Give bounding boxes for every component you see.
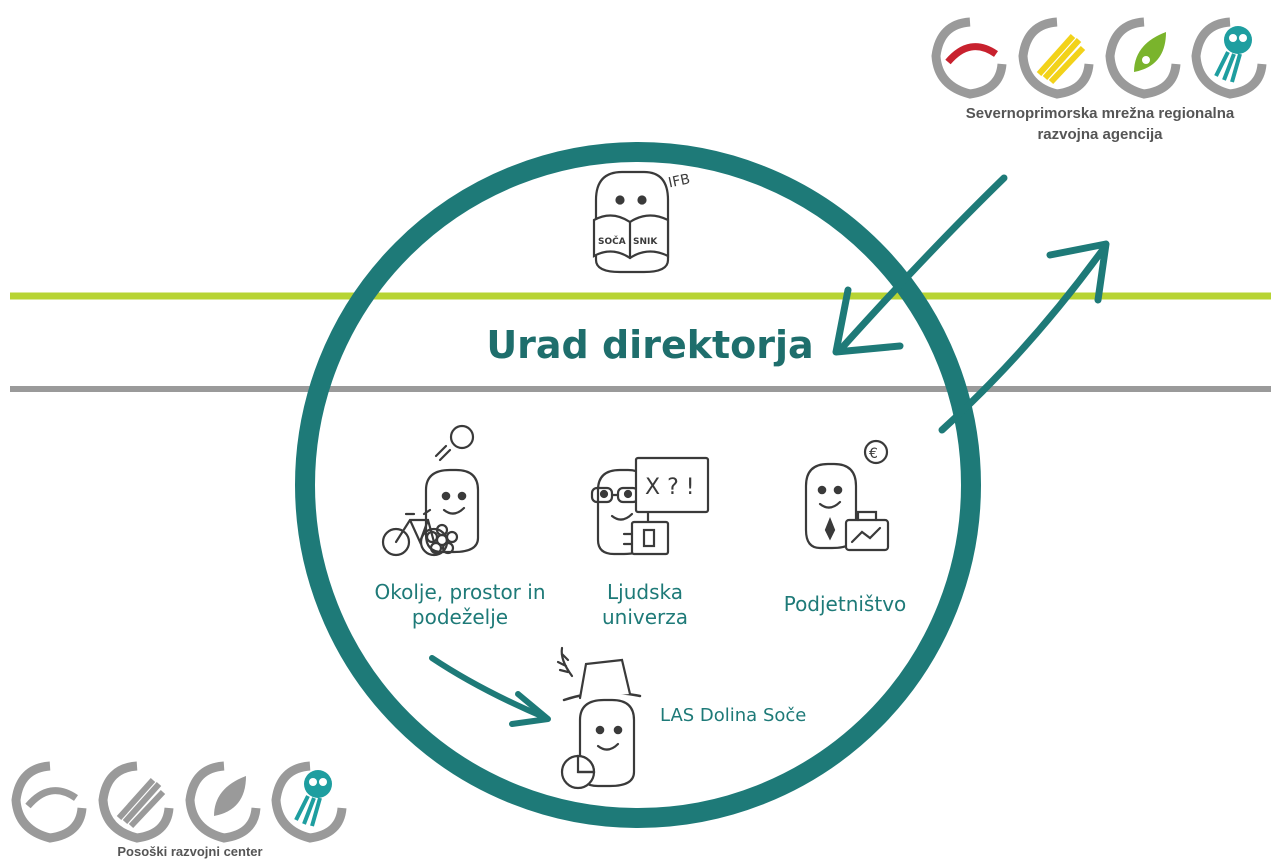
ifb-text: IFB: [667, 171, 692, 191]
briefcase-icon: [844, 510, 890, 552]
teacher-figure-icon: X ? !: [590, 456, 710, 556]
okolje-figure-icon: [381, 424, 480, 557]
pososki-logo: [11, 761, 347, 843]
soca-book-figure-icon: SOČA SNIK IFB: [592, 170, 692, 274]
arrow-to-las: [429, 655, 551, 727]
agency-name-line1: Severnoprimorska mrežna regionalna: [965, 105, 1235, 122]
diagram-title: Urad direktorja: [486, 323, 814, 367]
agency-logo: [931, 17, 1267, 99]
arrow-to-agency: [938, 240, 1110, 434]
business-figure-icon: €: [804, 439, 890, 552]
logo-red-icon: [931, 17, 1007, 99]
speech-bubble-text: X ? !: [645, 475, 695, 500]
logo-yellow-icon: [1018, 17, 1094, 99]
logo-green-icon: [1105, 17, 1181, 99]
agency-name: Severnoprimorska mrežna regionalna razvo…: [930, 103, 1270, 145]
wheat-icon: [556, 646, 574, 678]
book-left-text: SOČA: [598, 235, 626, 247]
pie-icon: [560, 754, 596, 790]
hat-figure-icon: [556, 646, 642, 790]
unit-las-label: LAS Dolina Soče: [660, 705, 807, 726]
arrow-to-office: [832, 174, 1008, 356]
euro-icon: €: [863, 439, 889, 465]
unit-podjetnistvo-label: Podjetništvo: [783, 592, 907, 616]
bulb-icon: [434, 424, 475, 462]
unit-ljudska-line2: univerza: [601, 605, 689, 629]
unit-okolje-line1: Okolje, prostor in: [374, 580, 546, 604]
unit-okolje-line2: podeželje: [411, 605, 509, 629]
flower-icon: [425, 523, 459, 555]
unit-ljudska-label: Ljudska univerza: [580, 580, 710, 630]
logo-teal-icon: [1191, 17, 1267, 99]
book-right-text: SNIK: [633, 237, 658, 247]
main-circle: [295, 142, 981, 828]
agency-name-line2: razvojna agencija: [1037, 126, 1163, 143]
euro-symbol: €: [869, 446, 878, 462]
unit-ljudska-line1: Ljudska: [607, 580, 683, 604]
pososki-name: Posoški razvojni center: [117, 844, 263, 859]
unit-okolje-label: Okolje, prostor in podeželje: [345, 580, 575, 630]
